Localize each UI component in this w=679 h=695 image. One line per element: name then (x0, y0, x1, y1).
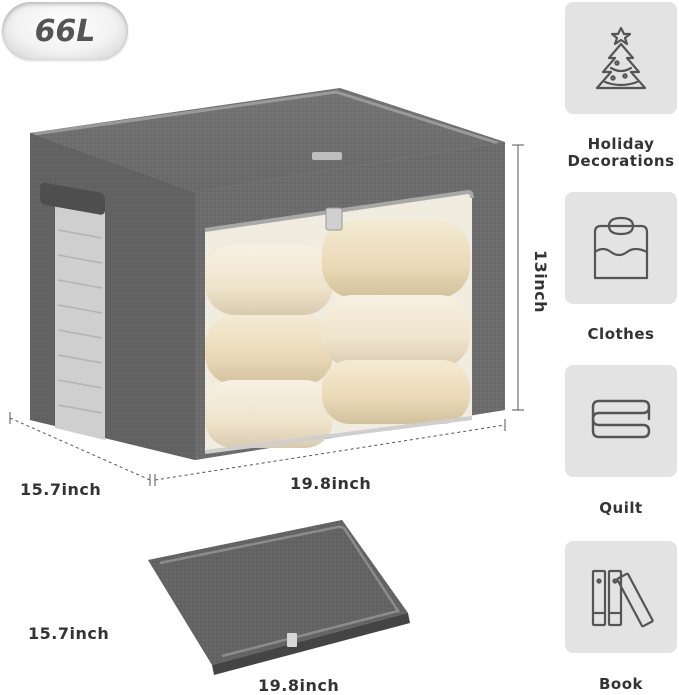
flat-width-dimension-label: 19.8inch (258, 676, 340, 695)
height-dimension-label: 13inch (531, 250, 550, 314)
book-tile (565, 541, 677, 653)
clothes-tile (565, 192, 677, 304)
depth-dimension-label: 15.7inch (20, 480, 102, 499)
quilt-label: Quilt (599, 499, 643, 517)
clothes-label: Clothes (587, 325, 655, 343)
capacity-badge: 66L (2, 2, 128, 60)
books-icon (591, 569, 654, 628)
capacity-label: 66L (34, 13, 96, 49)
folded-quilt-icon (591, 399, 651, 439)
width-dimension-label: 19.8inch (290, 474, 372, 493)
folded-shirt-icon (593, 216, 649, 280)
storage-box-image (9, 88, 524, 486)
book-label: Book (598, 675, 644, 693)
flat-depth-dimension-label: 15.7inch (28, 624, 110, 643)
christmas-tree-icon (595, 26, 647, 90)
quilt-tile (565, 365, 677, 477)
holiday-decorations-label: Holiday Decorations (567, 135, 675, 170)
holiday-decorations-tile (565, 2, 677, 114)
folded-box-image (148, 520, 410, 675)
